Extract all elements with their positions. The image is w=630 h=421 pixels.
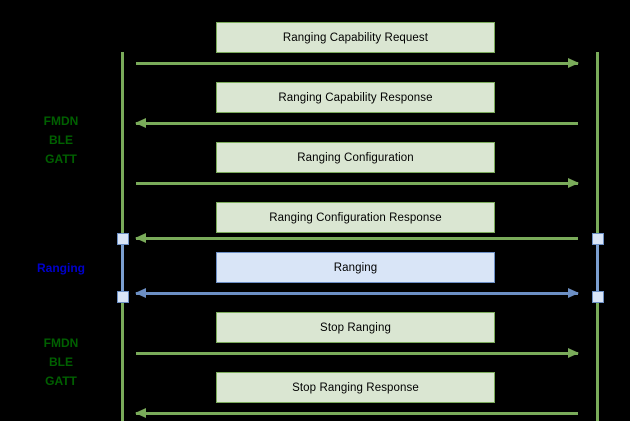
phase-fmdn-bottom: FMDN BLE GATT bbox=[43, 336, 79, 388]
phase-ranging: Ranging bbox=[37, 261, 85, 275]
arrowhead-right-1 bbox=[568, 58, 579, 68]
left-lifeline-upper bbox=[121, 52, 124, 239]
message-box-2: Ranging Capability Response bbox=[216, 82, 495, 113]
message-box-7: Stop Ranging Response bbox=[216, 372, 495, 403]
left-lifeline-lower bbox=[121, 297, 124, 421]
arrowhead-left-7 bbox=[135, 408, 146, 418]
message-label-3: Ranging Configuration bbox=[297, 151, 414, 164]
right-lifeline-lower bbox=[596, 297, 599, 421]
activation-endpoint-right-end bbox=[591, 291, 604, 303]
message-arrow-4 bbox=[135, 233, 578, 243]
activation-endpoint-right-start bbox=[591, 233, 604, 245]
arrowhead-right-3 bbox=[568, 178, 579, 188]
message-arrow-6 bbox=[136, 348, 579, 358]
message-arrow-2 bbox=[135, 118, 578, 128]
message-arrow-1 bbox=[136, 58, 579, 68]
message-label-6: Stop Ranging bbox=[320, 321, 391, 334]
message-label-5: Ranging bbox=[333, 261, 378, 274]
message-box-4: Ranging Configuration Response bbox=[216, 202, 495, 233]
message-box-1: Ranging Capability Request bbox=[216, 22, 495, 53]
message-arrow-3 bbox=[136, 178, 579, 188]
arrowhead-left-4 bbox=[135, 233, 146, 243]
message-box-3: Ranging Configuration bbox=[216, 142, 495, 173]
right-lifeline-upper bbox=[596, 52, 599, 239]
arrowhead-right-5 bbox=[568, 288, 579, 298]
arrowhead-left-2 bbox=[135, 118, 146, 128]
message-arrow-7 bbox=[135, 408, 578, 418]
activation-endpoint-left-start bbox=[116, 233, 129, 245]
message-box-5: Ranging bbox=[216, 252, 495, 283]
arrowhead-left-5 bbox=[135, 288, 146, 298]
activation-bar-left bbox=[121, 239, 124, 297]
activation-bar-right bbox=[596, 239, 599, 297]
arrowhead-right-6 bbox=[568, 348, 579, 358]
message-label-2: Ranging Capability Response bbox=[278, 91, 433, 104]
message-label-4: Ranging Configuration Response bbox=[269, 211, 442, 224]
phase-fmdn-top: FMDN BLE GATT bbox=[43, 114, 79, 166]
activation-endpoint-left-end bbox=[116, 291, 129, 303]
message-box-6: Stop Ranging bbox=[216, 312, 495, 343]
message-label-1: Ranging Capability Request bbox=[282, 31, 429, 44]
message-label-7: Stop Ranging Response bbox=[292, 381, 419, 394]
message-arrow-5 bbox=[135, 288, 579, 298]
